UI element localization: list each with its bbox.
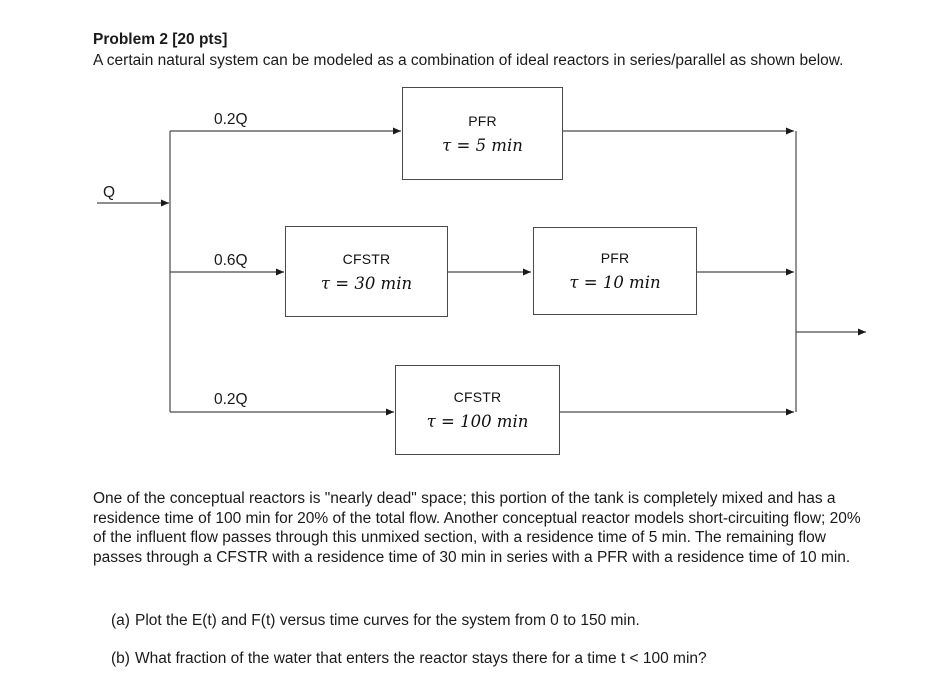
reactor-name-label: PFR: [600, 250, 630, 266]
residence-time-label: τ = 5 min: [442, 135, 523, 155]
reactor-name-label: CFSTR: [453, 389, 502, 405]
top-branch-flow-label: 0.2Q: [214, 111, 248, 128]
question-b-text: What fraction of the water that enters t…: [135, 649, 707, 667]
reactor-box-pfr-middle: PFR τ = 10 min: [533, 227, 697, 315]
question-b: (b) What fraction of the water that ente…: [111, 649, 707, 669]
question-a-text: Plot the E(t) and F(t) versus time curve…: [135, 612, 640, 629]
inlet-flow-label: Q: [103, 184, 116, 201]
residence-time-label: τ = 30 min: [320, 273, 413, 293]
question-list: (a) Plot the E(t) and F(t) versus time c…: [111, 611, 707, 668]
residence-time-label: τ = 10 min: [569, 273, 661, 292]
middle-branch-flow-label: 0.6Q: [214, 252, 248, 269]
reactor-box-cfstr-bottom: CFSTR τ = 100 min: [395, 365, 560, 455]
residence-time-label: τ = 100 min: [426, 412, 529, 431]
reactor-name-label: CFSTR: [342, 250, 391, 267]
bottom-branch-flow-label: 0.2Q: [214, 391, 248, 408]
reactor-box-cfstr-middle: CFSTR τ = 30 min: [285, 226, 448, 317]
problem-description-text: One of the conceptual reactors is "nearl…: [93, 490, 861, 566]
problem-intro-text: A certain natural system can be modeled …: [93, 52, 844, 69]
reactor-name-label: PFR: [468, 112, 497, 129]
reactor-box-pfr-top: PFR τ = 5 min: [402, 87, 563, 180]
problem-title: Problem 2 [20 pts]: [93, 31, 228, 48]
question-a: (a) Plot the E(t) and F(t) versus time c…: [111, 611, 707, 631]
question-b-label: (b): [111, 649, 130, 667]
question-a-label: (a): [111, 612, 130, 629]
